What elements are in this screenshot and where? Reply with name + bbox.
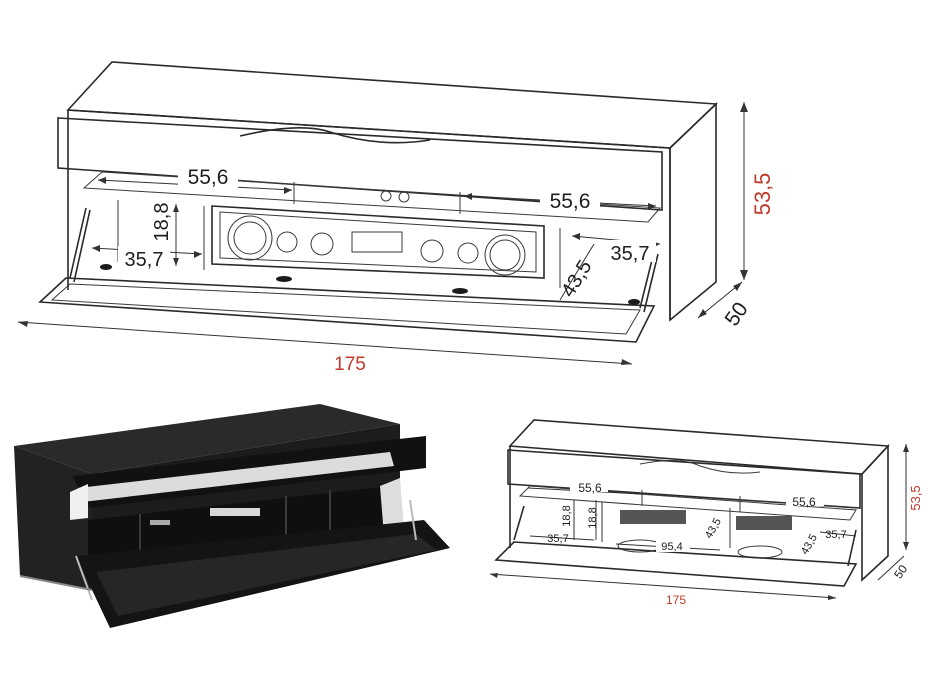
small-overall-width-label: 175 [666,593,686,607]
open-front-flap [38,277,656,343]
large-shelf-right-label: 55,6 [550,190,591,213]
small-shelf-right-label: 55,6 [792,495,816,509]
large-left-inner-width-label: 35,7 [125,249,164,271]
small-right-inner-width-label: 35,7 [825,529,846,541]
drawer-handle-groove [239,127,431,144]
receiver-knob-left [227,215,273,261]
small-cabinet-drawing: 55,6 55,6 18,8 18,8 35,7 95,4 43,5 43,5 … [489,419,923,607]
cabinet-photo [14,404,450,628]
large-shelf-left-label: 55,6 [188,166,229,189]
large-cabinet-drawing: 55,6 55,6 18,8 35,7 35,7 43,5 175 [17,61,775,375]
receiver-display [351,231,403,253]
small-overall-height-label: 53,5 [908,485,923,510]
small-shelf-left-label: 55,6 [578,481,602,495]
large-overall-height-label: 53,5 [750,173,775,216]
large-overall-width-label: 175 [334,354,366,375]
cabinet-right-side [669,102,717,322]
large-right-inner-width-label: 35,7 [611,243,650,265]
small-right-depth-label: 43,5 [799,532,820,557]
small-left-inner-width-label: 35,7 [547,533,568,545]
small-left-height-label: 18,8 [561,505,573,526]
top-drawer-front [57,117,663,211]
av-receiver [211,205,545,279]
small-center-left-height-label: 18,8 [587,507,599,528]
large-compartment-height-label: 18,8 [151,203,173,242]
cabinet-top [66,61,718,149]
small-center-width-label: 95,4 [661,541,682,553]
receiver-knob-right [484,234,526,276]
large-depth-label: 50 [721,298,753,330]
left-hinge [69,207,87,279]
small-center-depth-label: 43,5 [703,516,724,541]
